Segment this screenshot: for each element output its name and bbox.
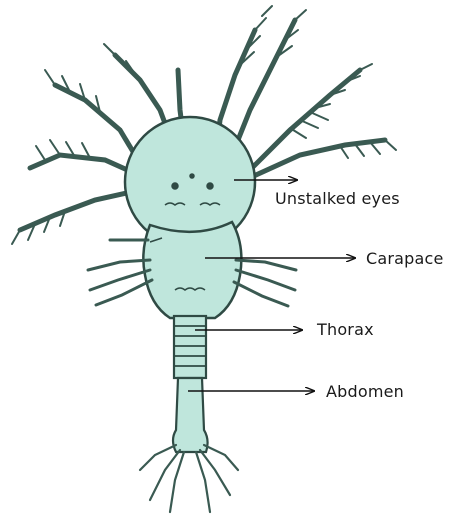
carapace-body — [143, 222, 241, 318]
label-abdomen: Abdomen — [326, 382, 404, 401]
label-unstalked-eyes: Unstalked eyes — [275, 189, 400, 208]
label-thorax: Thorax — [317, 320, 374, 339]
caudal-rami — [140, 445, 238, 512]
label-carapace: Carapace — [366, 249, 444, 268]
abdomen-segment — [173, 378, 208, 452]
